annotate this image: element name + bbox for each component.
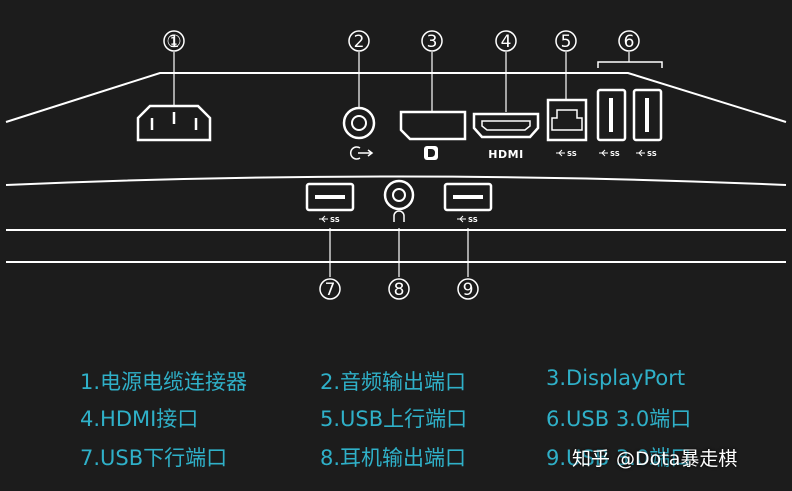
legend-item-3: 3.DisplayPort — [546, 366, 686, 390]
callout-4: 4 — [495, 30, 517, 52]
port-legend: 1.电源电缆连接器 2.音频输出端口 3.DisplayPort 4.HDMI接… — [0, 356, 792, 486]
callout-5: 5 — [555, 30, 577, 52]
displayport-logo-icon — [424, 146, 438, 160]
legend-item-2: 2.音频输出端口 — [320, 370, 467, 394]
callout-6: 6 — [618, 30, 640, 52]
svg-text:9: 9 — [463, 280, 474, 300]
panel-outline — [5, 61, 787, 263]
usb-a-port-icon — [596, 88, 627, 142]
svg-text:4: 4 — [501, 32, 512, 52]
usb-ss-symbol-icon — [556, 149, 565, 157]
leader-lines-top — [173, 52, 630, 112]
hdmi-port-icon — [472, 112, 540, 139]
callout-number: ① — [166, 32, 181, 52]
headphone-symbol-icon — [393, 210, 405, 222]
usb-ss-label: SS — [330, 216, 340, 224]
legend-item-6: 6.USB 3.0端口 — [546, 407, 692, 431]
port-diagram: ① 1 2 3 4 5 6 — [5, 30, 787, 300]
svg-text:7: 7 — [325, 280, 336, 300]
displayport-port-icon — [399, 110, 467, 141]
svg-text:3: 3 — [427, 32, 438, 52]
svg-text:8: 8 — [394, 280, 405, 300]
legend-item-1: 1.电源电缆连接器 — [80, 370, 248, 394]
usb-ss-label: SS — [610, 150, 620, 158]
callout-8: 8 — [388, 278, 410, 300]
legend-item-5: 5.USB上行端口 — [320, 407, 468, 431]
callout-9: 9 — [457, 278, 479, 300]
watermark: 知乎 @Dota暴走棋 — [572, 448, 738, 470]
audio-out-symbol-icon — [350, 146, 374, 160]
svg-text:6: 6 — [624, 32, 635, 52]
usb-a-port-icon — [305, 182, 355, 212]
callout-1: ① 1 — [163, 30, 185, 52]
svg-text:1: 1 — [169, 32, 180, 52]
usb-ss-symbol-icon — [599, 149, 645, 157]
legend-item-7: 7.USB下行端口 — [80, 446, 228, 470]
usb-ss-label: SS — [468, 216, 478, 224]
usb-ss-symbol-icon — [457, 215, 466, 223]
usb-a-port-icon — [632, 88, 663, 142]
hdmi-logo-text: HDMI — [488, 148, 523, 161]
usb-ss-symbol-icon — [319, 215, 328, 223]
callout-2: 2 — [348, 30, 370, 52]
usb-a-port-icon — [443, 182, 493, 212]
usb-ss-label: SS — [567, 150, 577, 158]
legend-item-4: 4.HDMI接口 — [80, 407, 199, 431]
audio-out-port-icon — [342, 106, 376, 140]
svg-text:5: 5 — [561, 32, 572, 52]
usb-ss-label: SS — [647, 150, 657, 158]
svg-text:2: 2 — [354, 32, 365, 52]
usb-b-port-icon — [546, 98, 588, 142]
headphone-port-icon — [383, 179, 415, 211]
legend-item-9: 9.USB 3.0端口 — [546, 446, 692, 470]
legend-item-8: 8.耳机输出端口 — [320, 446, 467, 470]
power-connector-icon — [136, 104, 212, 142]
callout-3: 3 — [421, 30, 443, 52]
leader-lines-bottom — [329, 228, 469, 277]
callout-7: 7 — [319, 278, 341, 300]
